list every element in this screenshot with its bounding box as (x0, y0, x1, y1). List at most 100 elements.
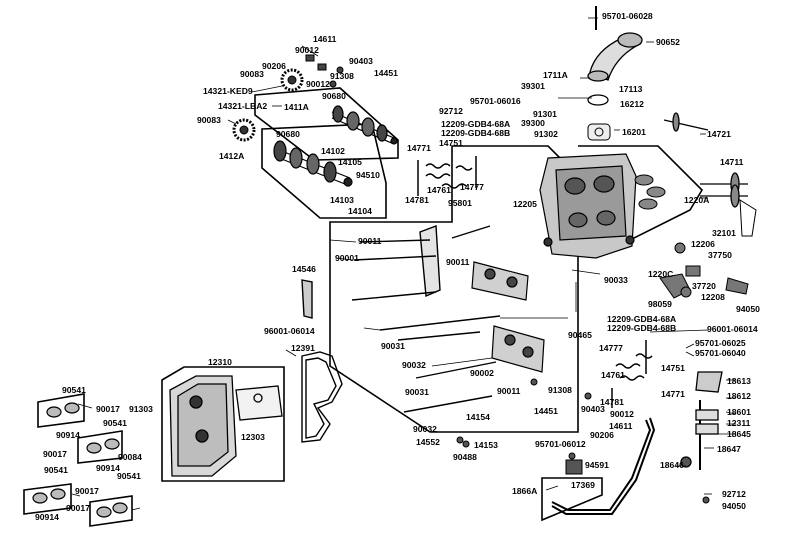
small-bolts (456, 378, 710, 504)
part-label: 14771 (661, 389, 685, 399)
washers (32, 402, 128, 518)
cam-chain-guide (419, 225, 441, 298)
gasket-16201 (587, 123, 611, 141)
part-label: 18601 (727, 407, 751, 417)
part-label: 1411A (284, 102, 309, 112)
part-label: 14105 (338, 157, 362, 167)
part-label: 14777 (599, 343, 623, 353)
part-label: 91302 (534, 129, 558, 139)
part-label: 90680 (322, 91, 346, 101)
part-label: 39301 (521, 81, 545, 91)
part-label: 95801 (448, 198, 472, 208)
part-label: 98059 (648, 299, 672, 309)
valve-cover-gasket (235, 385, 283, 421)
part-label: 90012 (295, 45, 319, 55)
part-label: 90541 (117, 471, 141, 481)
intake-manifold (587, 6, 643, 106)
camshaft-upper (331, 105, 398, 145)
part-label: 18647 (717, 444, 741, 454)
part-label: 18612 (727, 391, 751, 401)
part-label: 91303 (129, 404, 153, 414)
part-label: 95701-06016 (470, 96, 521, 106)
part-label: 12209-GDB4-68B (441, 128, 511, 138)
part-label: 91301 (533, 109, 557, 119)
part-label: 14546 (292, 264, 316, 274)
part-label: 14321-KED9 (203, 86, 253, 96)
part-label: 90084 (118, 452, 142, 462)
part-label: 90541 (103, 418, 127, 428)
part-label: 37720 (692, 281, 716, 291)
part-label: 17113 (619, 84, 643, 94)
part-label: 90031 (405, 387, 429, 397)
part-label: 90017 (43, 449, 67, 459)
tensioner-bits (305, 54, 344, 88)
part-label: 14611 (313, 34, 337, 44)
part-label: 18646 (660, 460, 684, 470)
part-label: 12209-GDB4-68A (441, 119, 511, 129)
part-label: 90652 (656, 37, 680, 47)
part-label: 14154 (466, 412, 490, 422)
cylinder-head (539, 153, 637, 259)
part-label: 14103 (330, 195, 354, 205)
part-label: 14721 (707, 129, 731, 139)
part-label: 90012 (306, 79, 330, 89)
part-label: 90031 (381, 341, 405, 351)
part-label: 18613 (727, 376, 751, 386)
valves (663, 112, 748, 208)
camshaft-1411A-frame (254, 87, 399, 161)
sprocket-upper (280, 68, 304, 92)
springs-lower (611, 340, 653, 408)
part-label: 90033 (604, 275, 628, 285)
part-label: 91308 (548, 385, 572, 395)
part-label: 90914 (56, 430, 80, 440)
part-label: 94510 (356, 170, 380, 180)
sprocket-lower (232, 118, 256, 142)
part-label: 14104 (348, 206, 372, 216)
part-label: 95701-06028 (602, 11, 653, 21)
part-label: 90032 (402, 360, 426, 370)
part-label: 32101 (712, 228, 736, 238)
part-label: 39300 (521, 118, 545, 128)
part-label: 94050 (736, 304, 760, 314)
part-label: 12310 (208, 357, 232, 367)
part-label: 14751 (439, 138, 463, 148)
part-label: 90017 (96, 404, 120, 414)
part-label: 12391 (291, 343, 315, 353)
part-label: 14451 (374, 68, 398, 78)
part-label: 95701-06012 (535, 439, 586, 449)
part-label: 12205 (513, 199, 537, 209)
part-label: 17369 (571, 480, 595, 490)
part-label: 90011 (358, 236, 382, 246)
tensioner-assembly (680, 371, 723, 470)
part-label: 90465 (568, 330, 592, 340)
studs (351, 225, 501, 413)
part-label: 18645 (727, 429, 751, 439)
part-label: 90017 (66, 503, 90, 513)
part-label: 90083 (240, 69, 264, 79)
part-label: 90914 (96, 463, 120, 473)
part-label: 92712 (439, 106, 463, 116)
guide-14546 (301, 279, 313, 319)
part-label: 91308 (330, 71, 354, 81)
part-label: 94591 (585, 460, 609, 470)
part-label: 90403 (349, 56, 373, 66)
part-label: 92712 (722, 489, 746, 499)
part-label: 14611 (609, 421, 633, 431)
part-label: 90403 (581, 404, 605, 414)
part-label: 12311 (727, 418, 751, 428)
part-label: 1412A (219, 151, 245, 161)
sensor-parts (659, 199, 757, 299)
part-label: 90012 (610, 409, 634, 419)
oil-pipe (551, 417, 656, 515)
part-label: 12303 (241, 432, 265, 442)
part-label: 96001-06014 (707, 324, 758, 334)
part-label: 90002 (470, 368, 494, 378)
part-label: 14153 (474, 440, 498, 450)
part-label: 12206 (691, 239, 715, 249)
valve-cover-frame (161, 366, 285, 482)
part-label: 90011 (446, 257, 470, 267)
part-label: 90001 (335, 253, 359, 263)
valve-cover (169, 375, 237, 477)
camshaft-lower (273, 140, 353, 187)
